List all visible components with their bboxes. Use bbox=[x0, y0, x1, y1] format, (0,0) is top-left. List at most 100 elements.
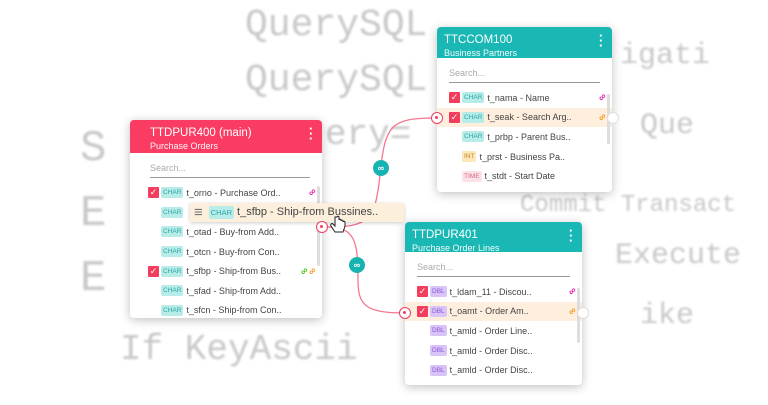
search-input[interactable] bbox=[449, 66, 600, 83]
field-label: t_amld - Order Disc.. bbox=[449, 345, 533, 356]
bg-code: Commit Transact bbox=[520, 192, 737, 219]
bg-code: E bbox=[80, 254, 107, 304]
type-badge: CHAR bbox=[161, 187, 184, 199]
card-header[interactable]: TTDPUR401 Purchase Order Lines ··· bbox=[405, 222, 582, 253]
type-badge: DBL bbox=[430, 286, 447, 298]
bg-code: If KeyAscii bbox=[120, 329, 358, 370]
field-label: t_ldam_11 - Discou.. bbox=[449, 286, 532, 297]
field-label: t_seak - Search Arg.. bbox=[487, 112, 572, 123]
bg-code: ery= bbox=[325, 114, 412, 155]
type-badge: CHAR bbox=[161, 246, 184, 258]
checkbox-checked[interactable]: ✓ bbox=[449, 111, 460, 123]
link-icon[interactable]: ∞ bbox=[373, 160, 389, 176]
field-row[interactable]: CHAR bbox=[130, 203, 322, 223]
field-label: t_sfcn - Ship-from Con.. bbox=[186, 305, 282, 316]
kebab-menu-icon[interactable]: ··· bbox=[309, 121, 314, 146]
field-label: t_sfbp - Ship-from Bussines.. bbox=[237, 206, 379, 219]
field-label: t_otcn - Buy-from Con.. bbox=[186, 246, 280, 257]
card-title: TTDPUR401 bbox=[412, 229, 478, 241]
type-badge: INT bbox=[462, 151, 477, 163]
type-badge: DBL bbox=[430, 305, 447, 317]
output-port[interactable] bbox=[577, 307, 589, 319]
card-title: TTCCOM100 bbox=[444, 34, 513, 46]
input-port[interactable] bbox=[431, 112, 443, 124]
checkbox-checked[interactable]: ✓ bbox=[417, 286, 428, 298]
table-card-ttdpur400[interactable]: TTDPUR400 (main) Purchase Orders ··· ✓CH… bbox=[130, 120, 404, 320]
bg-code: QuerySQL bbox=[245, 59, 428, 102]
table-card-ttdpur401[interactable]: TTDPUR401 Purchase Order Lines ··· ✓DBLt… bbox=[399, 222, 589, 385]
card-subtitle: Purchase Orders bbox=[150, 141, 219, 151]
field-label: t_nama - Name bbox=[487, 92, 550, 103]
checkbox-checked[interactable]: ✓ bbox=[148, 187, 159, 199]
type-badge: CHAR bbox=[161, 304, 184, 316]
checkbox-checked[interactable]: ✓ bbox=[148, 265, 159, 277]
card-header[interactable]: TTCCOM100 Business Partners ··· bbox=[437, 27, 612, 58]
bg-code: Que bbox=[640, 109, 695, 143]
card-title: TTDPUR400 (main) bbox=[150, 127, 252, 139]
type-badge: DBL bbox=[430, 345, 447, 357]
bg-code: S bbox=[80, 124, 107, 174]
card-subtitle: Business Partners bbox=[444, 48, 518, 58]
type-badge: CHAR bbox=[161, 206, 184, 218]
type-badge: CHAR bbox=[462, 92, 485, 104]
type-badge: CHAR bbox=[208, 205, 235, 219]
type-badge: CHAR bbox=[161, 265, 184, 277]
type-badge: CHAR bbox=[161, 285, 184, 297]
search-input[interactable] bbox=[150, 161, 310, 178]
field-label: t_amld - Order Line.. bbox=[449, 325, 533, 336]
table-card-ttccom100[interactable]: TTCCOM100 Business Partners ··· ✓CHARt_n… bbox=[431, 27, 619, 192]
search-input[interactable] bbox=[417, 260, 570, 277]
field-label: t_stdt - Start Date bbox=[484, 171, 556, 182]
input-port[interactable] bbox=[399, 307, 411, 319]
checkbox-checked[interactable]: ✓ bbox=[417, 305, 428, 317]
type-badge: TIME bbox=[462, 170, 482, 182]
hand-pointer-icon bbox=[330, 215, 346, 233]
dragged-field[interactable]: ≡ CHAR t_sfbp - Ship-from Bussines.. bbox=[190, 202, 404, 233]
type-badge: DBL bbox=[430, 325, 447, 337]
connector-line bbox=[325, 226, 406, 314]
field-label: t_oamt - Order Am.. bbox=[449, 306, 529, 317]
field-label: t_orno - Purchase Ord.. bbox=[186, 187, 281, 198]
field-label: t_sfbp - Ship-from Bus.. bbox=[186, 266, 281, 277]
kebab-menu-icon[interactable]: ··· bbox=[599, 28, 604, 53]
checkbox-checked[interactable]: ✓ bbox=[449, 92, 460, 104]
bg-code: QuerySQL bbox=[245, 4, 428, 47]
bg-code: E bbox=[80, 189, 107, 239]
kebab-menu-icon[interactable]: ··· bbox=[569, 223, 574, 248]
output-port[interactable] bbox=[607, 112, 619, 124]
link-icon[interactable]: ∞ bbox=[349, 257, 365, 273]
type-badge: CHAR bbox=[462, 131, 485, 143]
drag-handle-icon[interactable]: ≡ bbox=[194, 203, 203, 221]
output-port-active[interactable] bbox=[316, 221, 328, 233]
card-header[interactable]: TTDPUR400 (main) Purchase Orders ··· bbox=[130, 120, 322, 153]
type-badge: DBL bbox=[430, 364, 447, 376]
field-label: t_prbp - Parent Bus.. bbox=[487, 131, 571, 142]
field-label: t_sfad - Ship-from Add.. bbox=[186, 285, 281, 296]
bg-code: ike bbox=[640, 299, 695, 333]
type-badge: CHAR bbox=[161, 226, 184, 238]
field-label: t_otad - Buy-from Add.. bbox=[186, 226, 279, 237]
type-badge: CHAR bbox=[462, 111, 485, 123]
